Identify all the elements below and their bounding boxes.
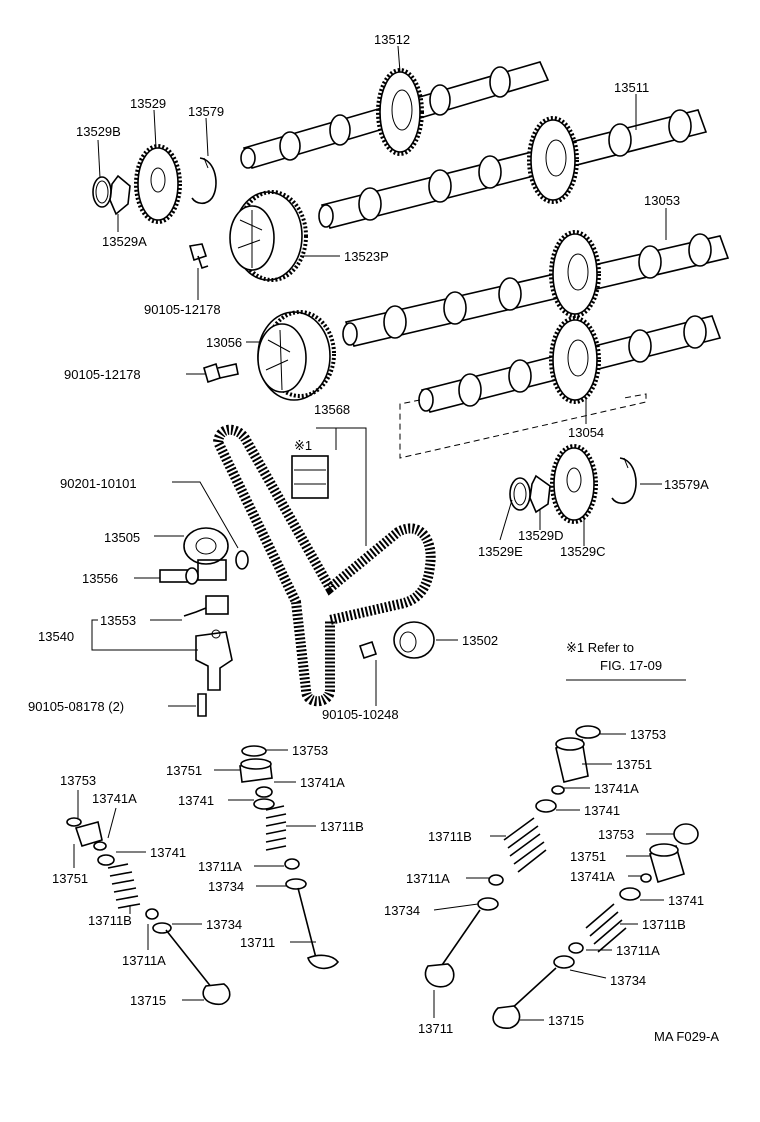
figure-code: MA F029-A: [654, 1029, 719, 1044]
label-13056: 13056: [206, 335, 242, 350]
label-13751-b: 13751: [52, 871, 88, 886]
label-13711A-d: 13711A: [616, 943, 660, 958]
camshaft-13511: [318, 109, 708, 229]
label-13741-b: 13741: [150, 845, 186, 860]
gear-13529: [134, 144, 182, 224]
label-13741A-b: 13741A: [92, 791, 137, 806]
pulley-13523P: [229, 190, 308, 282]
label-90105-10248: 90105-10248: [322, 707, 399, 722]
label-13579: 13579: [188, 104, 224, 119]
label-13511: 13511: [614, 80, 649, 95]
label-13734-b: 13734: [206, 917, 242, 932]
label-90201-10101: 90201-10101: [60, 476, 137, 491]
label-13711B-b: 13711B: [88, 913, 132, 928]
label-13741A-a: 13741A: [300, 775, 345, 790]
label-90105-12178-b: 90105-12178: [64, 367, 141, 382]
snap-ring-13529B: [92, 176, 112, 208]
label-13711B-c: 13711B: [428, 829, 472, 844]
camshaft-13512: [240, 61, 550, 169]
washer-13529A: [109, 174, 131, 216]
label-13715-b: 13715: [130, 993, 166, 1008]
label-13054: 13054: [568, 425, 604, 440]
timing-belt-13568: [212, 424, 436, 707]
valve-group-c: [424, 725, 601, 988]
camshaft-13054: [418, 315, 722, 413]
label-13711A-c: 13711A: [406, 871, 450, 886]
label-13553: 13553: [100, 613, 136, 628]
label-13711B-a: 13711B: [320, 819, 364, 834]
label-90105-12178-a: 90105-12178: [144, 302, 221, 317]
label-13741A-c: 13741A: [594, 781, 639, 796]
label-13741-c: 13741: [584, 803, 620, 818]
snap-ring-13579A: [611, 457, 637, 505]
label-13741A-d: 13741A: [570, 869, 615, 884]
label-13711-a: 13711: [240, 935, 275, 950]
leader-lines: [73, 45, 686, 1021]
washer-13529D: [529, 474, 551, 514]
valve-group-d: [492, 823, 699, 1029]
label-13523P: 13523P: [344, 249, 389, 264]
label-13529E: 13529E: [478, 544, 523, 559]
label-13556: 13556: [82, 571, 118, 586]
label-13734-c: 13734: [384, 903, 420, 918]
label-13715-d: 13715: [548, 1013, 584, 1028]
bolt-90105-12178-b: [203, 362, 239, 384]
pushrod-13540: [195, 629, 233, 691]
label-13529D: 13529D: [518, 528, 564, 543]
label-note-mark: ※1: [294, 438, 312, 453]
label-13753-c: 13753: [630, 727, 666, 742]
camshaft-13053: [342, 230, 730, 347]
label-13529C: 13529C: [560, 544, 606, 559]
label-13053: 13053: [644, 193, 680, 208]
bolt-90105-10248: [358, 640, 378, 660]
note-line-2: FIG. 17-09: [600, 658, 662, 673]
label-13502: 13502: [462, 633, 498, 648]
label-13529B: 13529B: [76, 124, 121, 139]
label-13734-a: 13734: [208, 879, 244, 894]
label-13505: 13505: [104, 530, 140, 545]
label-13753-d: 13753: [598, 827, 634, 842]
label-13711B-d: 13711B: [642, 917, 686, 932]
idler-13502: [393, 621, 435, 659]
gear-13529C: [550, 444, 598, 524]
label-13711A-b: 13711A: [122, 953, 166, 968]
label-13711A-a: 13711A: [198, 859, 242, 874]
tensioner-13505: [183, 527, 229, 581]
snap-ring-13529E: [509, 477, 531, 511]
label-90105-08178: 90105-08178 (2): [28, 699, 124, 714]
label-13579A: 13579A: [664, 477, 709, 492]
label-13741-a: 13741: [178, 793, 214, 808]
label-13751-a: 13751: [166, 763, 202, 778]
label-13753-a: 13753: [292, 743, 328, 758]
snap-ring-13579: [191, 157, 217, 205]
spring-13553: [183, 595, 229, 617]
pulley-13056: [257, 310, 336, 401]
label-13734-d: 13734: [610, 973, 646, 988]
label-13711-c: 13711: [418, 1021, 453, 1036]
label-13753-b: 13753: [60, 773, 96, 788]
bolt-13556: [159, 567, 199, 585]
label-13512: 13512: [374, 32, 410, 47]
group-bracket-13054: [399, 393, 647, 459]
bolt-90105-12178-a: [188, 243, 209, 270]
label-13529: 13529: [130, 96, 166, 111]
spacer-90201-10101: [235, 550, 249, 570]
label-13751-c: 13751: [616, 757, 652, 772]
valve-group-a: [239, 745, 340, 970]
label-13751-d: 13751: [570, 849, 606, 864]
label-13529A: 13529A: [102, 234, 147, 249]
label-13741-d: 13741: [668, 893, 704, 908]
callout-labels: 13512 13511 13529 13579 13529B 13529A 13…: [28, 32, 719, 1044]
reference-card: [291, 455, 329, 499]
valve-group-b: [66, 817, 231, 1006]
bolt-90105-08178: [197, 693, 207, 717]
note-line-1: ※1 Refer to: [566, 640, 634, 655]
label-13568: 13568: [314, 402, 350, 417]
label-13540: 13540: [38, 629, 74, 644]
